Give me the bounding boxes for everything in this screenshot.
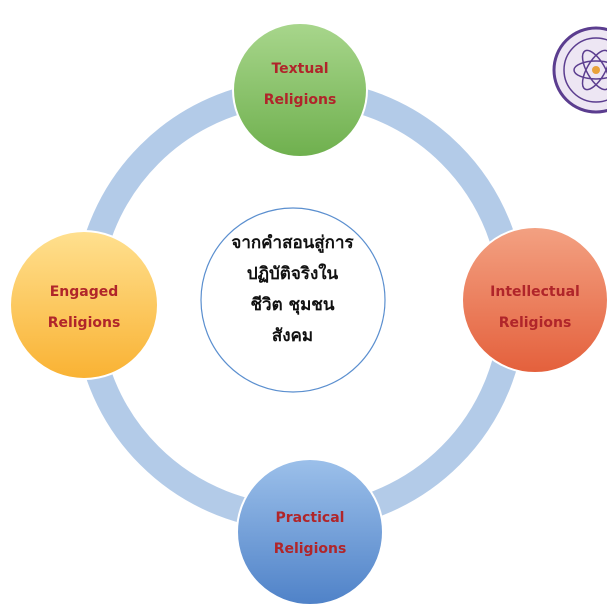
center-line3: ชีวิต ชุมชน [250, 295, 335, 315]
intellectual-religions-node [461, 226, 607, 374]
center-line1: จากคำสอนสู่การ [231, 233, 354, 253]
practical-religions-label: Practical Religions [240, 503, 380, 565]
intellectual-religions-label: Intellectual Religions [465, 277, 605, 339]
engaged-line2: Religions [47, 315, 121, 331]
engaged-religions-node [9, 230, 159, 380]
university-seal-icon [552, 26, 607, 114]
practical-religions-node [236, 458, 384, 605]
center-line4: สังคม [271, 326, 314, 346]
center-circle [200, 207, 386, 393]
intellectual-line2: Religions [498, 315, 572, 331]
center-text: จากคำสอนสู่การ ปฏิบัติจริงใน ชีวิต ชุมชน… [200, 228, 385, 352]
textual-line1: Textual [271, 61, 329, 77]
textual-line2: Religions [263, 92, 337, 108]
practical-line2: Religions [273, 541, 347, 557]
textual-religions-node [232, 22, 368, 158]
textual-religions-label: Textual Religions [230, 54, 370, 116]
practical-line1: Practical [275, 510, 345, 526]
engaged-line1: Engaged [49, 284, 119, 300]
engaged-religions-label: Engaged Religions [14, 277, 154, 339]
intellectual-line1: Intellectual [490, 284, 580, 300]
center-line2: ปฏิบัติจริงใน [246, 264, 339, 284]
